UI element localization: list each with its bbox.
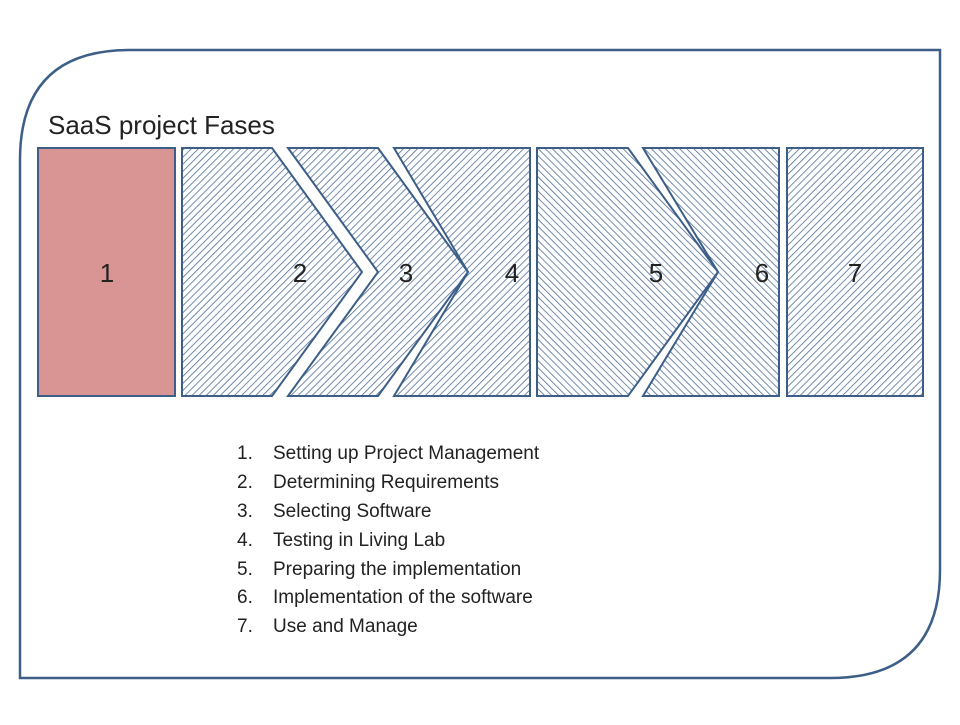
phase-1-number: 1 bbox=[100, 258, 114, 288]
phase-5-number: 5 bbox=[649, 258, 663, 288]
legend-item-number: 5. bbox=[237, 558, 253, 580]
phase-legend: 1. Setting up Project Management 2. Determ… bbox=[237, 440, 539, 642]
phase-4-block bbox=[392, 147, 531, 397]
legend-item-label: Implementation of the software bbox=[273, 587, 533, 609]
legend-item: 4. Testing in Living Lab bbox=[237, 527, 539, 556]
phase-6-number: 6 bbox=[755, 258, 769, 288]
legend-item-number: 4. bbox=[237, 529, 253, 551]
diagram-title: SaaS project Fases bbox=[48, 110, 275, 140]
legend-item-label: Setting up Project Management bbox=[273, 443, 540, 464]
frame-border bbox=[18, 48, 942, 680]
legend-item-label: Preparing the implementation bbox=[273, 558, 522, 580]
phase-2-number: 2 bbox=[293, 258, 307, 288]
legend-item-label: Determining Requirements bbox=[273, 471, 499, 493]
phase-6-block bbox=[641, 147, 780, 397]
legend-item: 2. Determining Requirements bbox=[237, 469, 539, 498]
phase-3-chevron bbox=[286, 147, 470, 397]
legend-item: 7. Use and Manage bbox=[237, 613, 539, 642]
legend-item: 6. Implementation of the software bbox=[237, 584, 539, 613]
legend-item: 5. Preparing the implementation bbox=[237, 556, 539, 585]
legend-item: 1. Setting up Project Management bbox=[237, 440, 539, 469]
phase-3-number: 3 bbox=[399, 258, 413, 288]
legend-item-number: 3. bbox=[237, 500, 253, 522]
legend-item-label: Testing in Living Lab bbox=[273, 529, 446, 551]
legend-item-label: Use and Manage bbox=[273, 616, 418, 638]
phase-4-number: 4 bbox=[505, 258, 519, 288]
legend-item-number: 2. bbox=[237, 471, 253, 493]
legend-item-label: Selecting Software bbox=[273, 500, 432, 522]
phase-5-chevron bbox=[536, 147, 720, 397]
phase-7-block bbox=[786, 147, 924, 397]
phase-7-number: 7 bbox=[848, 258, 862, 288]
legend-item-number: 1. bbox=[237, 443, 253, 464]
legend-item-number: 6. bbox=[237, 587, 253, 609]
phase-1-block bbox=[37, 147, 176, 397]
legend-item: 3. Selecting Software bbox=[237, 498, 539, 527]
legend-item-number: 7. bbox=[237, 616, 253, 638]
phase-2-chevron bbox=[181, 147, 364, 397]
